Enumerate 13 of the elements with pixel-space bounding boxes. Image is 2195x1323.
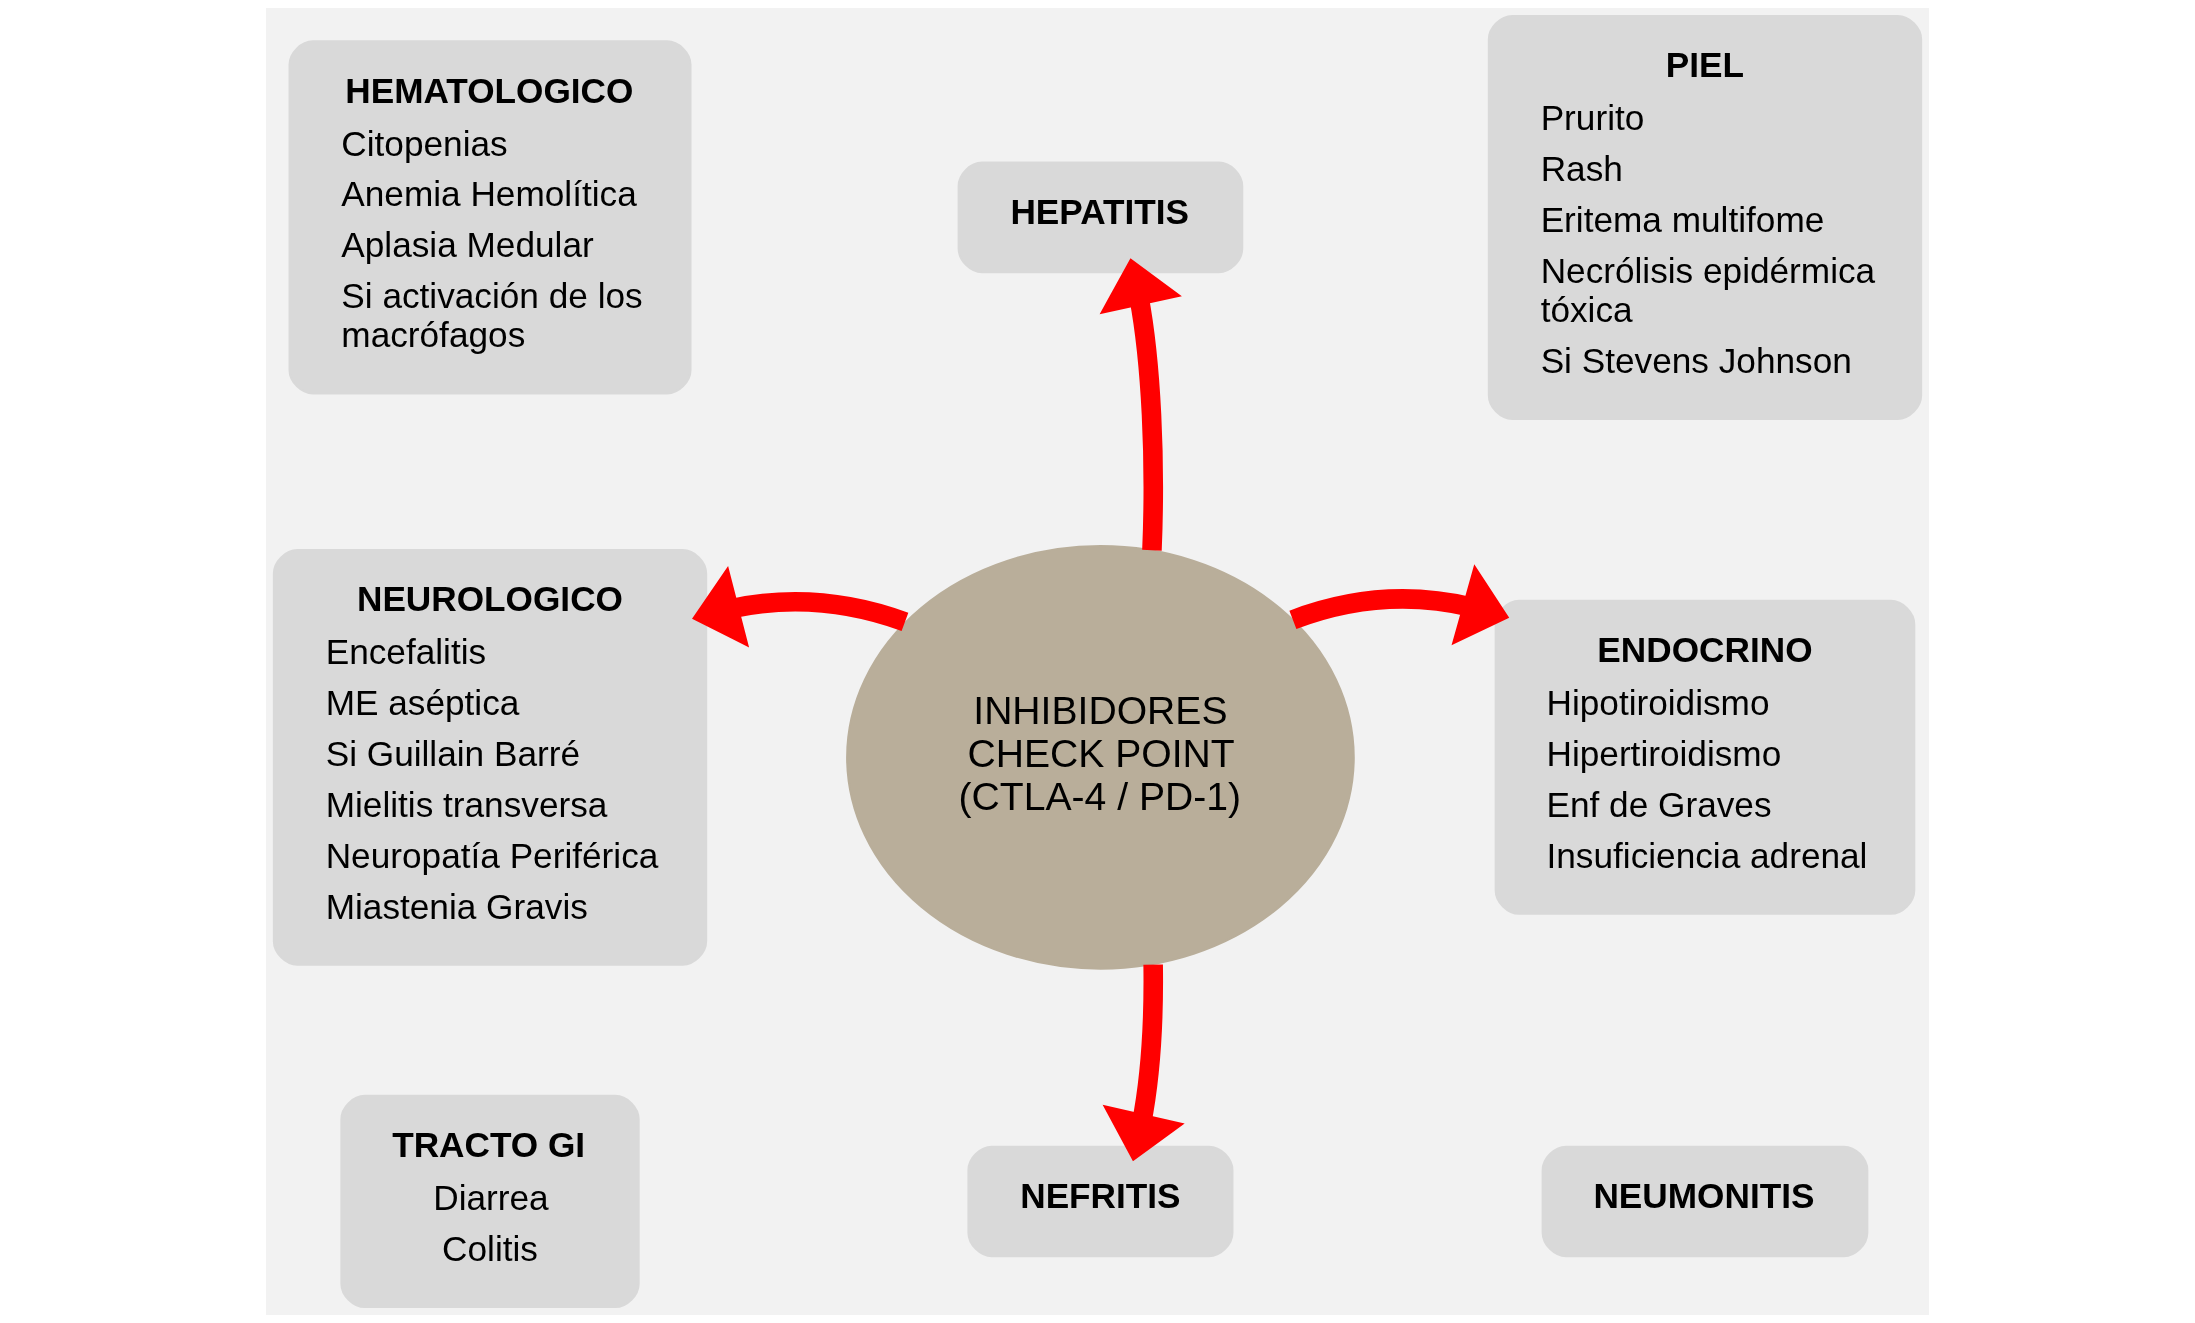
arrow [1102, 964, 1185, 1162]
arrow [1289, 564, 1510, 646]
node-ellipse: INHIBIDORES CHECK POINT (CTLA-4 / PD-1) [846, 545, 1355, 970]
arrow [1099, 258, 1182, 551]
node-box: HEPATITIS [957, 161, 1244, 274]
node-box: NEUROLOGICO Encefalitis ME aséptica Si Guillain Barré Mielitis transversa Neuropatía Periférica Miastenia Gravis [272, 549, 708, 966]
node-box: HEMATOLOGICO Citopenias Anemia Hemolítica Aplasia Medular Si activación de los macrófagos [288, 40, 692, 395]
node-box: NEFRITIS [967, 1145, 1234, 1258]
node-box: TRACTO GI Diarrea Colitis [340, 1094, 640, 1309]
arrow [692, 565, 909, 648]
node-box: ENDOCRINO Hipotiroidismo Hipertiroidismo Enf de Graves Insuficiencia adrenal [1494, 599, 1916, 915]
node-box: PIEL Prurito Rash Eritema multifome Necrólisis epidérmica tóxica Si Stevens Johnson [1487, 14, 1923, 420]
node-box: NEUMONITIS [1541, 1145, 1869, 1258]
